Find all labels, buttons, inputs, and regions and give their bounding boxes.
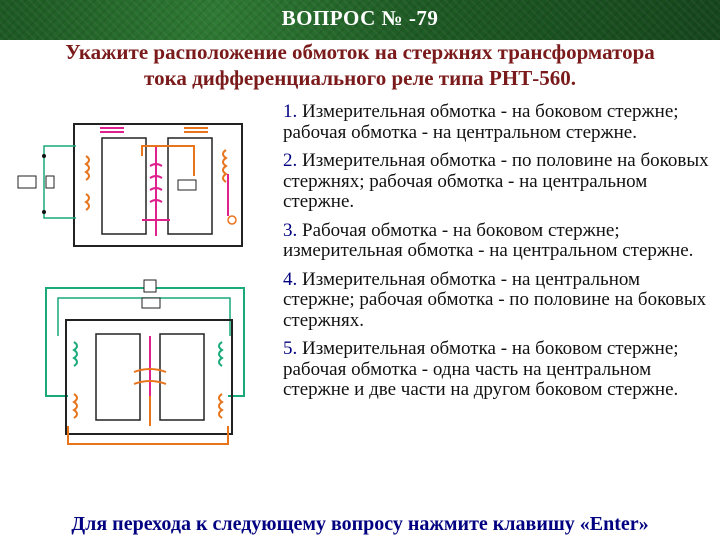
enter-key-label: «Enter» (579, 513, 649, 535)
answer-number: 2. (283, 150, 298, 171)
answer-text: Измерительная обмотка - на боковом стерж… (283, 338, 679, 400)
footer-instruction: Для перехода к следующему вопросу нажмит… (0, 513, 720, 536)
transformer-diagram-top (17, 123, 243, 247)
answer-text: Измерительная обмотка - на боковом стерж… (283, 101, 679, 143)
answer-number: 5. (283, 338, 298, 359)
answer-option-4[interactable]: 4. Измерительная обмотка - на центрально… (283, 268, 713, 332)
transformer-diagram-bottom (45, 279, 245, 445)
answer-text: Измерительная обмотка - по половине на б… (283, 150, 709, 212)
answer-text: Рабочая обмотка - на боковом стержне; из… (283, 219, 694, 261)
question-number-title: ВОПРОС № -79 (281, 6, 439, 30)
answer-number: 4. (283, 268, 298, 290)
header-bar: ВОПРОС № -79 (0, 0, 720, 40)
footer-text: Для перехода к следующему вопросу нажмит… (71, 513, 580, 535)
answer-number: 3. (283, 219, 298, 241)
answer-option-1[interactable]: 1. Измерительная обмотка - на боковом ст… (283, 101, 713, 143)
answer-option-3[interactable]: 3. Рабочая обмотка - на боковом стержне;… (283, 219, 713, 262)
answer-options: 1. Измерительная обмотка - на боковом ст… (283, 101, 713, 409)
question-text: Укажите расположение обмоток на стержнях… (6, 39, 714, 91)
header-texture (0, 0, 720, 40)
answer-option-5[interactable]: 5. Измерительная обмотка - на боковом ст… (283, 338, 713, 401)
answer-number: 1. (283, 101, 298, 122)
answer-text: Измерительная обмотка - на центральном с… (283, 268, 707, 331)
question-line-2: тока дифференциального реле типа РНТ-560… (144, 66, 576, 90)
answer-option-2[interactable]: 2. Измерительная обмотка - по половине н… (283, 150, 713, 213)
question-line-1: Укажите расположение обмоток на стержнях… (65, 40, 655, 64)
